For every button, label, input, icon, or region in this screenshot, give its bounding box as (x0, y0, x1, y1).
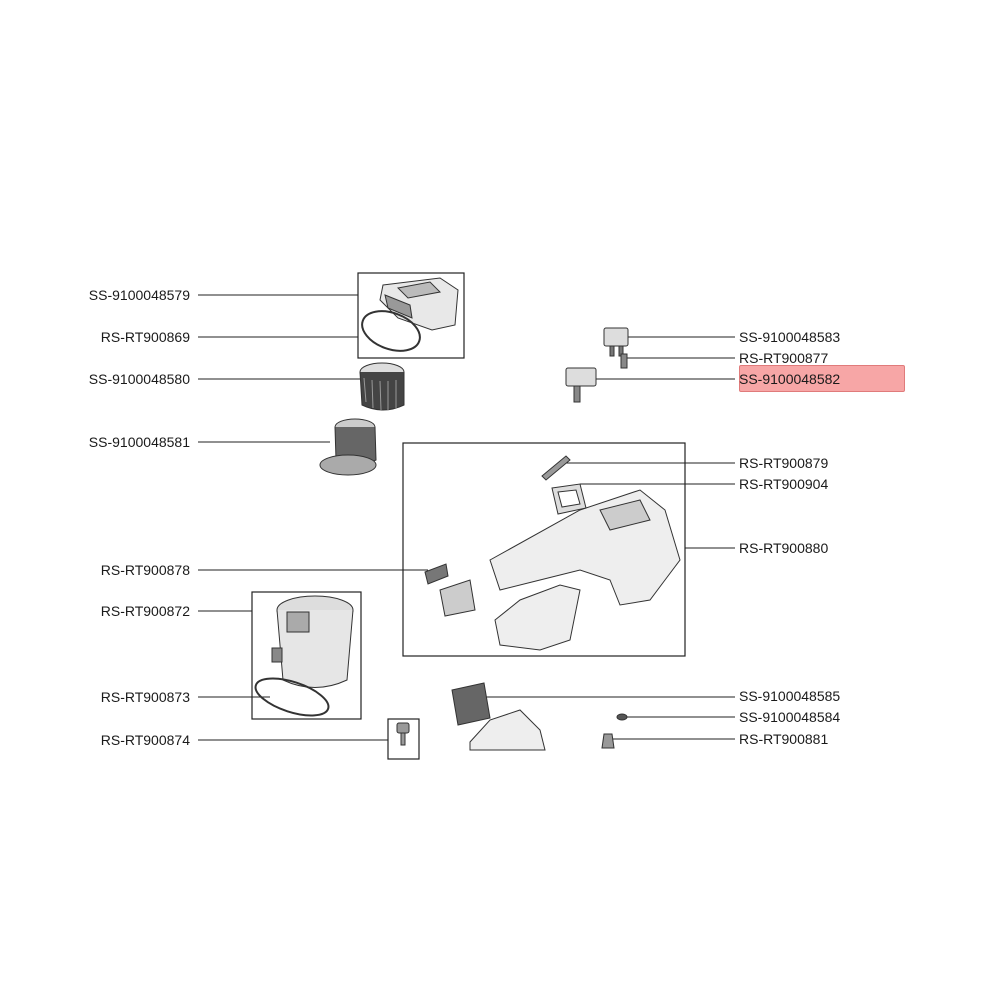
label-rs-rt900880[interactable]: RS-RT900880 (739, 540, 829, 556)
selected-part-highlight (739, 365, 905, 392)
label-rs-rt900874[interactable]: RS-RT900874 (100, 732, 190, 748)
spring-part (620, 353, 628, 369)
label-ss-9100048581[interactable]: SS-9100048581 (88, 434, 190, 450)
valve-cap-part (603, 327, 629, 357)
label-rs-rt900881[interactable]: RS-RT900881 (739, 731, 829, 747)
frame-part (551, 483, 587, 515)
group-box-container (251, 591, 362, 720)
lid-part (379, 277, 459, 331)
label-ss-9100048584[interactable]: SS-9100048584 (739, 709, 841, 725)
label-ss-9100048579[interactable]: SS-9100048579 (88, 287, 190, 303)
group-box-body (402, 442, 686, 657)
motor-housing-part (469, 709, 546, 751)
mesh-filter (359, 362, 405, 411)
motor-screw-part (396, 722, 410, 746)
label-ss-9100048582[interactable]: SS-9100048582 (739, 371, 841, 387)
label-ss-9100048580[interactable]: SS-9100048580 (88, 371, 190, 387)
valve-cap-part-2 (565, 367, 597, 403)
label-ss-9100048585[interactable]: SS-9100048585 (739, 688, 841, 704)
motor-filter-part (451, 682, 491, 726)
group-box-motor (387, 718, 420, 760)
group-box-lid (357, 272, 465, 359)
gasket-ring (361, 310, 421, 352)
label-rs-rt900872[interactable]: RS-RT900872 (100, 603, 190, 619)
body-shell (489, 489, 681, 651)
label-rs-rt900869[interactable]: RS-RT900869 (100, 329, 190, 345)
label-ss-9100048583[interactable]: SS-9100048583 (739, 329, 841, 345)
label-rs-rt900878[interactable]: RS-RT900878 (100, 562, 190, 578)
label-rs-rt900879[interactable]: RS-RT900879 (739, 455, 829, 471)
label-rs-rt900873[interactable]: RS-RT900873 (100, 689, 190, 705)
container-gasket (254, 677, 330, 717)
clip-part (424, 563, 449, 585)
pin-part (601, 733, 615, 749)
inner-block (439, 579, 476, 617)
seal-strip-part (541, 455, 571, 481)
dust-container (271, 595, 354, 688)
label-rs-rt900877[interactable]: RS-RT900877 (739, 350, 829, 366)
pleated-filter (319, 418, 377, 476)
small-washer-part (616, 713, 628, 721)
label-rs-rt900904[interactable]: RS-RT900904 (739, 476, 829, 492)
